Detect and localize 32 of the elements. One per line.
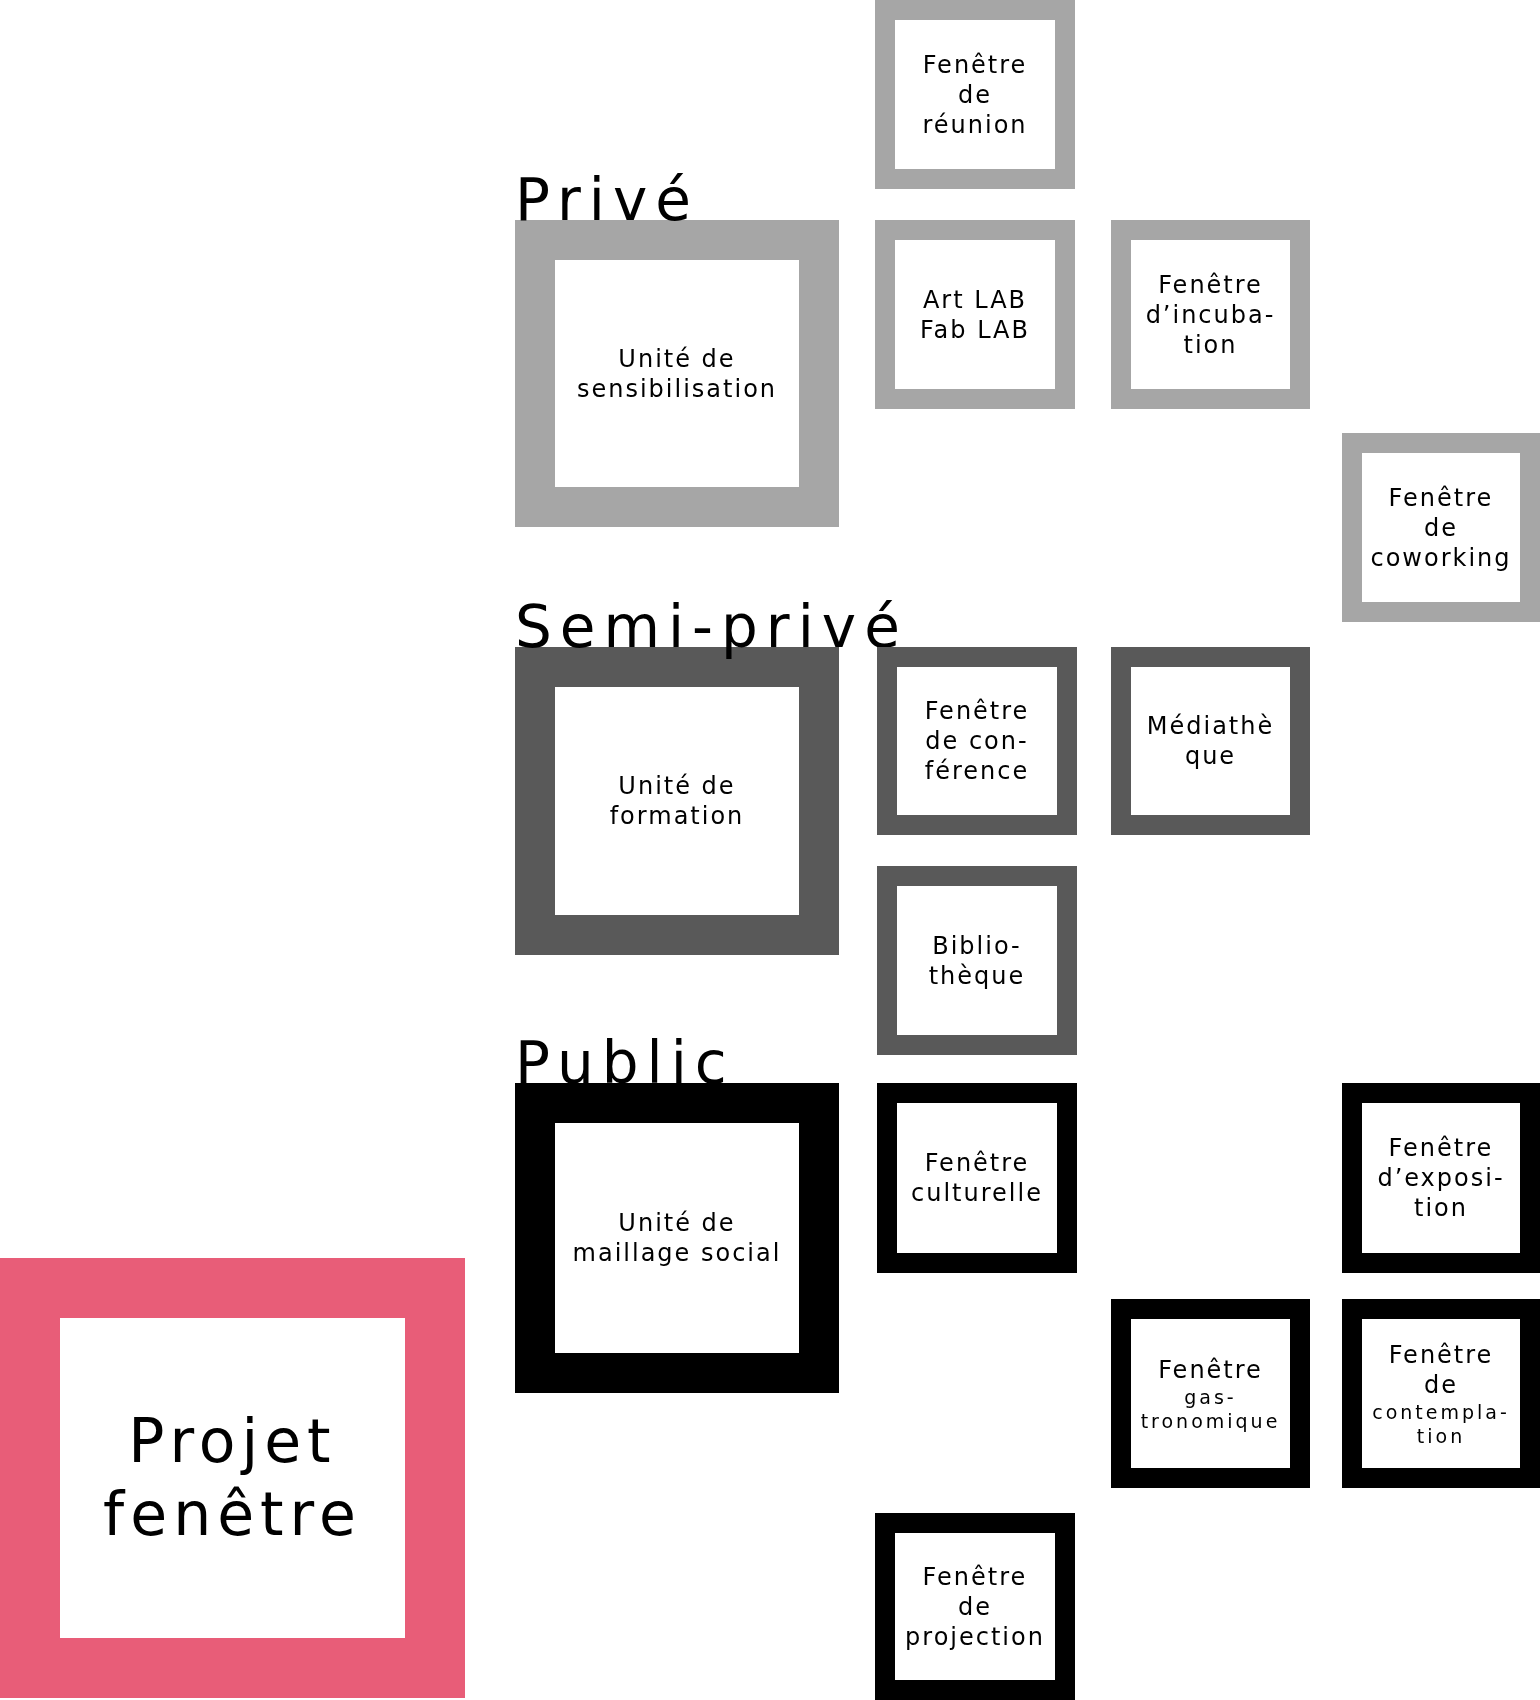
- box-label: Médiathè que: [1146, 711, 1275, 771]
- framed-box: [877, 866, 1077, 1055]
- box-label: Fenêtre de coworking: [1370, 482, 1512, 573]
- box-label: Fenêtre: [1158, 1354, 1263, 1385]
- box-label: Art LAB Fab LAB: [920, 284, 1030, 345]
- framed-box: [877, 1083, 1077, 1273]
- framed-box: [1111, 220, 1310, 409]
- framed-box: [1111, 647, 1310, 835]
- unit-label: Unité de sensibilisation: [576, 343, 778, 404]
- framed-box: [1342, 433, 1540, 622]
- box-label: gas- tronomique: [1140, 1384, 1281, 1433]
- box-label: Fenêtre d’incuba- tion: [1145, 269, 1276, 360]
- box-label: Fenêtre de: [1388, 1339, 1494, 1400]
- unit-label: Unité de formation: [609, 771, 745, 831]
- framed-box: [1342, 1299, 1540, 1488]
- box-label: contempla- tion: [1372, 1399, 1510, 1448]
- box-label: Biblio- thèque: [928, 930, 1026, 991]
- project-title: Projet fenêtre: [103, 1405, 362, 1551]
- box-label: Fenêtre de projection: [905, 1561, 1045, 1652]
- framed-box: [875, 220, 1075, 409]
- box-label: Fenêtre culturelle: [911, 1148, 1043, 1208]
- framed-box: [875, 0, 1075, 189]
- box-label: Fenêtre d’exposi- tion: [1377, 1133, 1505, 1223]
- section-heading: Public: [515, 1034, 735, 1092]
- unit-label: Unité de maillage social: [572, 1208, 782, 1268]
- box-label: Fenêtre de réunion: [922, 49, 1028, 140]
- section-heading: Privé: [515, 171, 699, 229]
- framed-box: [875, 1513, 1075, 1700]
- framed-box: [1111, 1299, 1310, 1488]
- box-label: Fenêtre de con- férence: [924, 696, 1030, 786]
- project-frame: [0, 1258, 465, 1698]
- framed-box: [1342, 1083, 1540, 1273]
